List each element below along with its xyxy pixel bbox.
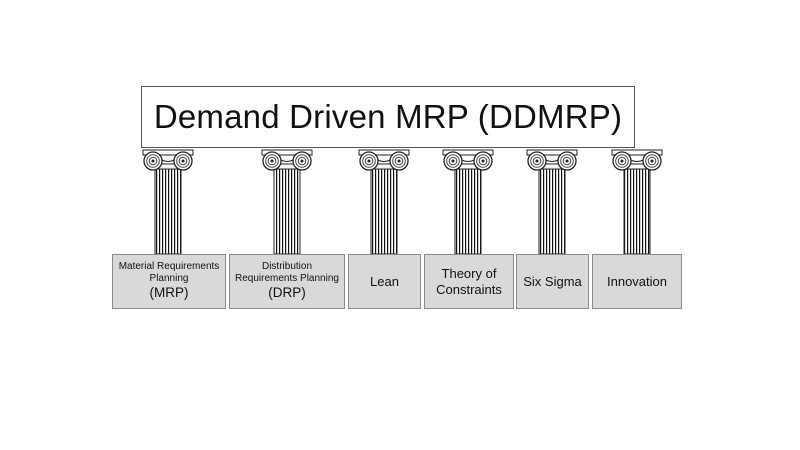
pillar-drp-line1: Distribution [261,261,313,273]
title-text: Demand Driven MRP (DDMRP) [153,98,623,135]
column-shaft [454,166,482,255]
pillar-base-mrp: Material Requirements Planning (MRP) [112,254,226,309]
column-mrp [142,149,194,255]
pillar-base-lean: Lean [348,254,421,309]
column-shaft [623,166,651,255]
volute-icon [143,151,193,171]
volute-icon [527,151,577,171]
title-box: Demand Driven MRP (DDMRP) [141,86,635,148]
pillar-lean-label: Lean [370,273,399,289]
column-six-sigma [526,149,578,255]
pillar-innovation-label: Innovation [607,273,667,289]
column-toc [442,149,494,255]
volute-icon [262,151,312,171]
pillar-toc-line2: Constraints [436,281,502,297]
column-shaft [370,166,398,255]
pillar-base-six-sigma: Six Sigma [516,254,589,309]
column-innovation [611,149,663,255]
pillar-base-toc: Theory of Constraints [424,254,514,309]
volute-icon [612,151,662,171]
column-drp [261,149,313,255]
volute-icon [359,151,409,171]
pillar-base-innovation: Innovation [592,254,682,309]
pillar-drp-line3: (DRP) [268,285,306,301]
pillar-mrp-line1: Material Requirements [118,261,220,273]
column-shaft [538,166,566,255]
pillar-mrp-line3: (MRP) [149,285,189,301]
column-shaft [273,166,301,255]
volute-icon [443,151,493,171]
column-lean [358,149,410,255]
pillar-base-drp: Distribution Requirements Planning (DRP) [229,254,345,309]
pillar-mrp-line2: Planning [149,273,189,285]
pillar-toc-line1: Theory of [441,265,497,281]
column-shaft [154,166,182,255]
pillar-drp-line2: Requirements Planning [235,273,339,285]
pillar-six-sigma-label: Six Sigma [523,273,582,289]
